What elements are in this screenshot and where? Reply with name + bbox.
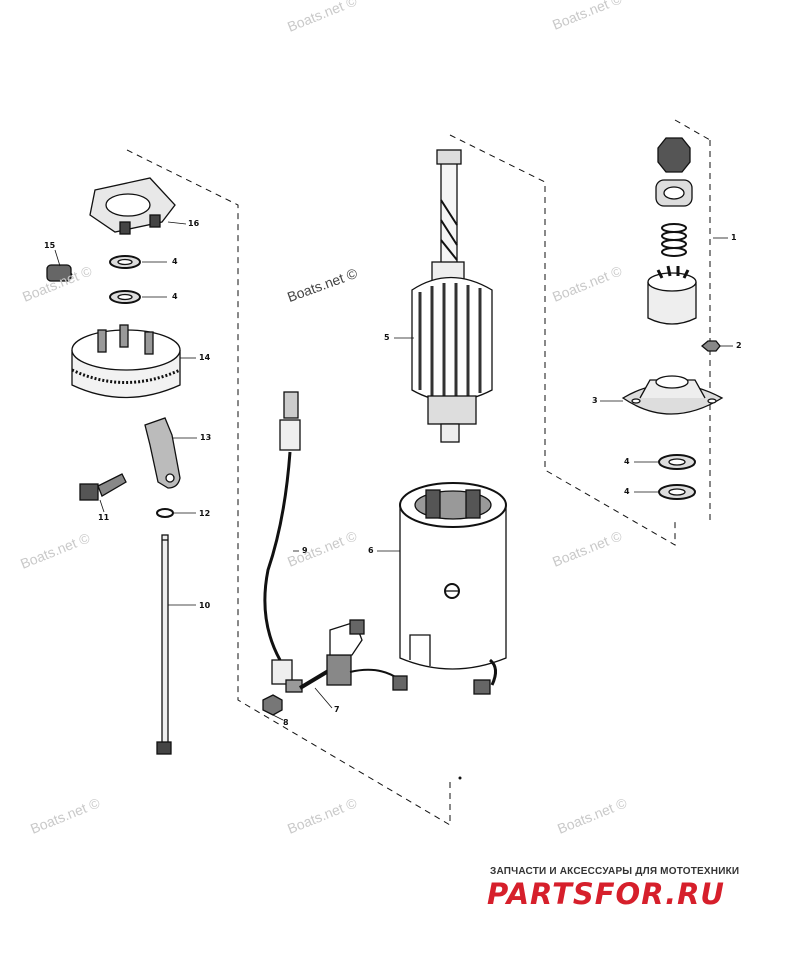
end-frame-part-3 [621,375,724,415]
end-cap-part-14 [71,324,181,399]
cable-part-9 [263,391,303,693]
brand-logo: PARTSFOR.RU [487,877,725,911]
washers-left [109,255,141,304]
callout-4-lower-right: 4 [624,487,630,496]
bracket-part-13 [144,417,181,489]
callout-15: 15 [44,241,56,250]
drive-assembly-part-1 [647,137,697,325]
callout-10: 10 [199,601,211,610]
assembly-guide-lines [126,119,711,826]
callout-7: 7 [334,705,340,714]
callout-6: 6 [368,546,374,555]
callout-2: 2 [736,341,742,350]
callout-4-lower-left: 4 [172,292,178,301]
callout-16: 16 [188,219,200,228]
callout-12: 12 [199,509,211,518]
callout-5: 5 [384,333,390,342]
callout-14: 14 [199,353,211,362]
housing-part-6 [399,482,507,695]
washer-part-12 [156,508,174,518]
through-bolt-part-10 [156,534,172,755]
armature-part-5 [411,149,493,443]
spring-part-15 [46,264,73,282]
callout-8: 8 [283,718,289,727]
nut-part-8 [262,694,283,716]
brush-plate-part-16 [89,177,176,235]
callout-4-upper-left: 4 [172,257,178,266]
callout-4-upper-right: 4 [624,457,630,466]
callout-11: 11 [98,513,110,522]
callout-13: 13 [200,433,212,442]
washers-right [658,454,696,500]
callout-9: 9 [302,546,308,555]
callout-1: 1 [731,233,737,242]
terminal-part-7 [298,619,408,691]
brand-tagline: ЗАПЧАСТИ И АКСЕССУАРЫ ДЛЯ МОТОТЕХНИКИ [490,866,740,877]
bolt-part-11 [79,473,127,501]
leader-lines [54,221,733,721]
nut-part-2 [700,340,721,352]
callout-3: 3 [592,396,598,405]
